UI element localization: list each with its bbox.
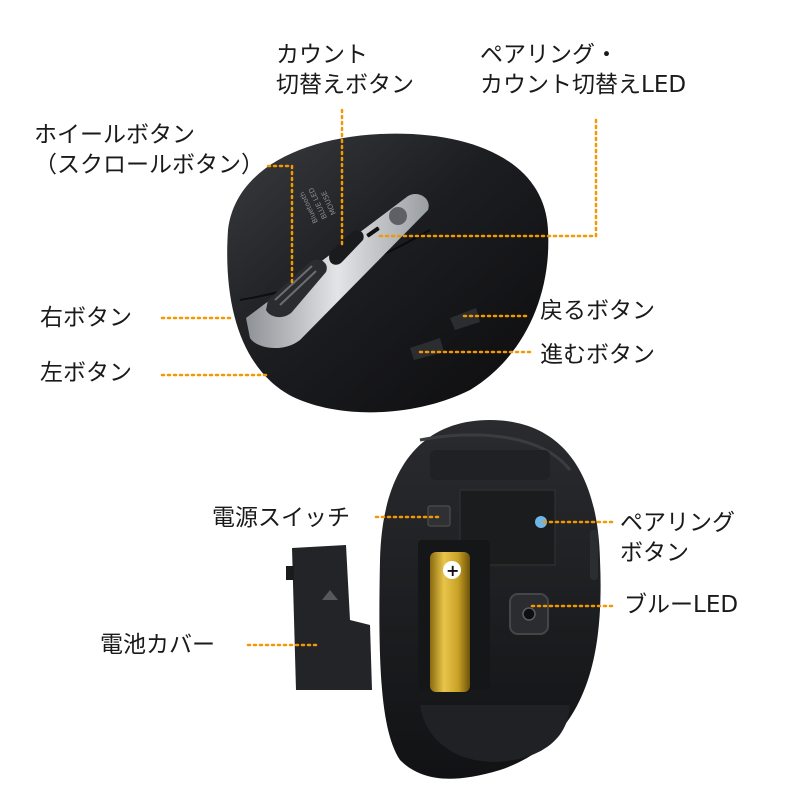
battery-plus-badge — [443, 561, 461, 579]
label-wheel-button: ホイールボタン （スクロールボタン） — [34, 120, 264, 180]
pairing-led-bar — [366, 226, 380, 238]
label-pairing-led-line-1: ペアリング・ — [480, 42, 618, 68]
blue-led-icon — [522, 607, 536, 621]
forward-side-button — [410, 338, 444, 360]
bottom-glide-pad — [420, 705, 570, 762]
leader-lines — [160, 108, 618, 647]
mouse-top-view: Bluetooth BLUE LED MOUSE — [227, 133, 549, 413]
label-battery-cover: 電池カバー — [100, 632, 215, 658]
label-pairing-led-line-2: カウント切替えLED — [480, 72, 687, 98]
label-count-switch-line-2: 切替えボタン — [276, 72, 414, 98]
label-pairing-led: ペアリング・ カウント切替えLED — [480, 40, 686, 100]
label-wheel-line-2: （スクロールボタン） — [34, 152, 264, 178]
bluetooth-badge-icon — [389, 207, 407, 225]
count-switch-button — [329, 230, 364, 265]
side-button-edge — [590, 530, 598, 580]
label-left-button: 左ボタン — [40, 360, 132, 386]
mouse-bottom-view: + — [379, 420, 601, 779]
label-right-button: 右ボタン — [40, 305, 132, 331]
label-pairing-button: ペアリング ボタン — [620, 508, 735, 568]
scroll-wheel — [266, 259, 327, 318]
top-glide-pad — [430, 450, 550, 480]
label-blue-led: ブルーLED — [624, 592, 739, 618]
back-side-button — [450, 308, 480, 330]
mouse-top-body — [227, 133, 549, 413]
battery-cover — [286, 545, 372, 690]
bottom-shell-highlight — [419, 433, 572, 471]
label-pairing-button-line-2: ボタン — [620, 540, 689, 566]
label-back-button: 戻るボタン — [540, 298, 655, 324]
pairing-button-dot — [535, 516, 547, 528]
power-switch — [427, 505, 451, 527]
battery — [430, 552, 470, 692]
leader-pairing-led — [374, 118, 598, 238]
label-count-switch-line-1: カウント — [276, 42, 368, 68]
label-pairing-button-line-1: ペアリング — [620, 510, 735, 536]
leader-wheel — [266, 164, 294, 288]
label-power-switch: 電源スイッチ — [212, 505, 350, 531]
label-wheel-line-1: ホイールボタン — [34, 122, 195, 148]
battery-plus-mark: + — [446, 561, 459, 580]
label-count-switch: カウント 切替えボタン — [276, 40, 414, 100]
label-forward-button: 進むボタン — [540, 342, 655, 368]
